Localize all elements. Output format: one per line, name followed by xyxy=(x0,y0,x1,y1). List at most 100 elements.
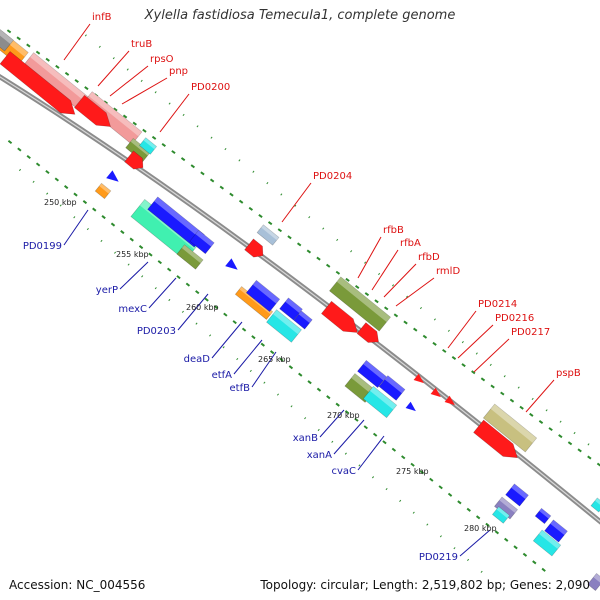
gene-feature[interactable] xyxy=(189,229,215,255)
gene-feature[interactable] xyxy=(444,395,458,409)
gene-feature[interactable] xyxy=(491,506,511,524)
tick-mark xyxy=(190,164,195,169)
gene-feature[interactable] xyxy=(378,375,406,401)
gene-triangle xyxy=(405,401,416,412)
tick-mark xyxy=(457,500,462,505)
gene-feature[interactable] xyxy=(0,51,80,120)
tick-mark xyxy=(335,402,340,407)
tick-mark xyxy=(74,79,79,84)
gene-box xyxy=(138,137,158,155)
gene-feature[interactable] xyxy=(505,483,529,507)
gene-highlight xyxy=(351,373,376,395)
gene-highlight xyxy=(30,52,101,112)
label-leader-line xyxy=(148,277,177,309)
gene-highlight xyxy=(384,375,405,394)
tick-mark xyxy=(307,380,312,385)
gene-feature[interactable] xyxy=(106,170,122,185)
gene-label-mexc[interactable]: mexC xyxy=(118,304,147,315)
gene-triangle xyxy=(430,387,441,398)
gene-feature[interactable] xyxy=(245,279,281,313)
gene-label-xana[interactable]: xanA xyxy=(307,450,332,461)
gene-feature[interactable] xyxy=(74,94,115,133)
gene-label-etfb[interactable]: etfB xyxy=(230,383,251,394)
gene-feature[interactable] xyxy=(362,385,398,419)
gene-feature[interactable] xyxy=(0,28,14,52)
gene-feature[interactable] xyxy=(590,497,600,513)
gene-feature[interactable] xyxy=(356,322,383,348)
label-leader-line xyxy=(109,65,149,97)
gene-label-pd0199[interactable]: PD0199 xyxy=(23,241,62,252)
gene-feature[interactable] xyxy=(413,373,427,387)
gene-feature[interactable] xyxy=(544,519,568,543)
tick-mark xyxy=(503,375,506,378)
gene-label-dead[interactable]: deaD xyxy=(184,354,211,365)
tick-mark xyxy=(267,221,273,226)
gene-label-infb[interactable]: infB xyxy=(92,12,112,23)
gene-feature[interactable] xyxy=(279,297,303,321)
gene-feature[interactable] xyxy=(405,401,419,415)
tick-mark xyxy=(385,487,388,491)
gene-arrow xyxy=(0,51,76,115)
gene-feature[interactable] xyxy=(176,244,204,270)
tick-mark xyxy=(16,36,21,41)
gene-label-rfba[interactable]: rfbA xyxy=(400,238,421,249)
label-leader-line xyxy=(119,261,149,290)
gene-label-pd0203[interactable]: PD0203 xyxy=(137,326,176,337)
gene-box xyxy=(279,297,303,321)
gene-feature[interactable] xyxy=(225,258,241,273)
gene-feature[interactable] xyxy=(329,276,391,332)
gene-label-rpso[interactable]: rpsO xyxy=(150,54,174,65)
tick-mark xyxy=(26,43,31,48)
gene-label-pnp[interactable]: pnp xyxy=(169,66,188,77)
tick-mark xyxy=(132,121,137,126)
gene-label-pd0219[interactable]: PD0219 xyxy=(419,552,458,563)
accession-text: Accession: NC_004556 xyxy=(9,578,146,592)
tick-mark xyxy=(489,363,492,366)
tick-mark xyxy=(364,292,370,297)
gene-feature[interactable] xyxy=(321,300,362,339)
tick-mark xyxy=(350,250,353,253)
gene-label-yerp[interactable]: yerP xyxy=(96,285,118,296)
gene-label-rmld[interactable]: rmlD xyxy=(436,266,460,277)
gene-feature[interactable] xyxy=(473,419,523,464)
gene-label-pd0216[interactable]: PD0216 xyxy=(495,313,534,324)
gene-label-pd0214[interactable]: PD0214 xyxy=(478,299,517,310)
gene-box xyxy=(491,506,511,524)
gene-box xyxy=(532,529,562,557)
tick-mark xyxy=(266,182,269,185)
gene-label-cvac[interactable]: cvaC xyxy=(331,466,356,477)
gene-feature[interactable] xyxy=(94,182,112,200)
gene-label-trub[interactable]: truB xyxy=(131,39,152,50)
gene-label-xanb[interactable]: xanB xyxy=(293,433,318,444)
gene-box xyxy=(378,375,406,401)
tick-mark xyxy=(393,313,399,318)
label-leader-line xyxy=(447,310,477,349)
gene-label-pd0200[interactable]: PD0200 xyxy=(191,82,230,93)
gene-label-etfa[interactable]: etfA xyxy=(212,370,233,381)
gene-feature[interactable] xyxy=(293,310,313,330)
gene-feature[interactable] xyxy=(430,387,444,401)
gene-label-rfbb[interactable]: rfbB xyxy=(383,225,404,236)
tick-mark xyxy=(154,91,157,94)
tick-mark xyxy=(401,455,406,460)
gene-feature[interactable] xyxy=(244,238,268,261)
gene-highlight xyxy=(539,508,551,519)
gene-label-pd0204[interactable]: PD0204 xyxy=(313,171,352,182)
gene-label-pspb[interactable]: pspB xyxy=(556,368,581,379)
gene-feature[interactable] xyxy=(482,403,538,453)
tick-mark xyxy=(475,352,478,355)
topology-text: Topology: circular; Length: 2,519,802 bp… xyxy=(260,578,590,592)
gene-feature[interactable] xyxy=(256,224,280,246)
gene-feature[interactable] xyxy=(532,529,562,557)
tick-mark xyxy=(127,263,130,266)
gene-label-pd0217[interactable]: PD0217 xyxy=(511,327,550,338)
tick-mark xyxy=(405,295,409,298)
gene-feature[interactable] xyxy=(124,150,148,173)
gene-feature[interactable] xyxy=(138,137,158,155)
gene-feature[interactable] xyxy=(266,309,302,343)
gene-label-rfbd[interactable]: rfbD xyxy=(418,252,440,263)
gene-feature[interactable] xyxy=(534,507,552,525)
gene-box xyxy=(590,497,600,513)
gene-feature[interactable] xyxy=(357,359,387,389)
